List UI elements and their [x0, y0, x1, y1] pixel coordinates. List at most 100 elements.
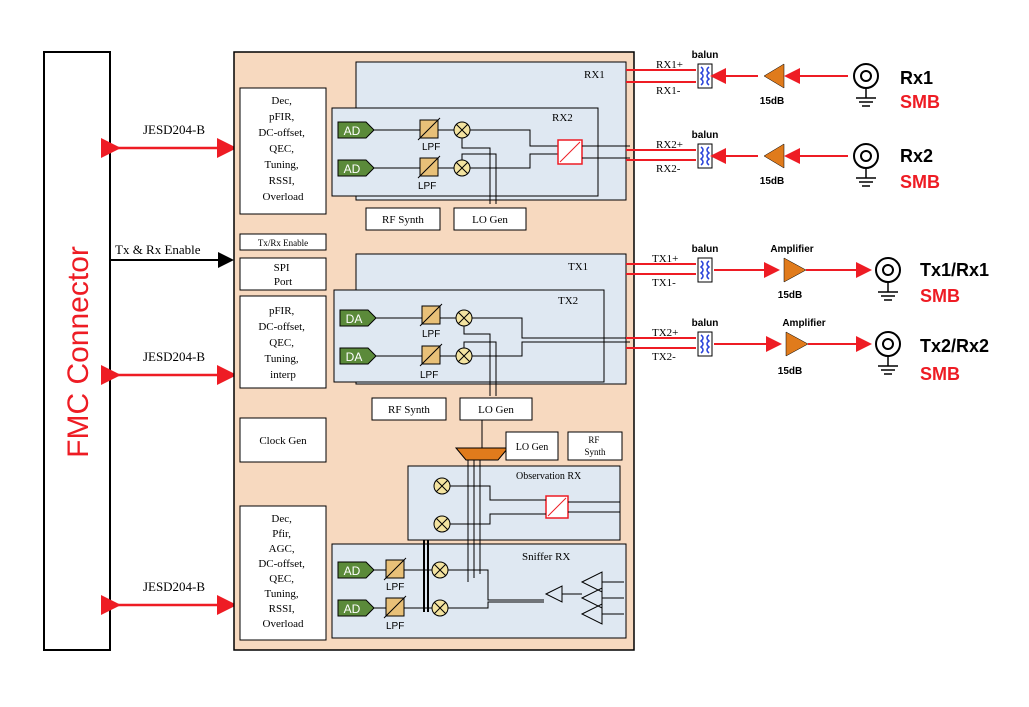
svg-text:SPI Port: SPI Port: [274, 262, 293, 288]
obs-rx-label: Observation RX: [516, 471, 582, 482]
dec1-line: QEC,: [269, 143, 294, 155]
obs-mux: [454, 420, 510, 461]
observation-rx-panel: Observation RX: [407, 465, 621, 541]
lpf-label: LPF: [386, 582, 404, 593]
pfir-line: QEC,: [269, 337, 294, 349]
rx1-minus-label: RX1-: [656, 85, 681, 97]
gain-label: 15dB: [778, 290, 802, 301]
rx2-rf-path: RX2+ RX2- balun 15dB: [626, 130, 848, 187]
dec1-line: pFIR,: [269, 111, 295, 123]
lo-gen-label: LO Gen: [516, 442, 549, 453]
txrx-enable-label: Tx & Rx Enable: [115, 242, 201, 257]
sniffer-rx-panel: Sniffer RX AD AD LPF LPF: [331, 460, 627, 639]
tx1-rf-path: TX1+ TX1- balun Amplifier 15dB: [626, 244, 872, 301]
tx-rf-synth: RF Synth: [371, 397, 447, 421]
jesd-link-mid: JESD204-B: [101, 349, 237, 385]
tx1-plus-label: TX1+: [652, 253, 678, 265]
jesd-label-top: JESD204-B: [143, 122, 205, 137]
balun-label: balun: [692, 318, 719, 329]
tx2-minus-label: TX2-: [652, 351, 676, 363]
rf-synth-label: RF Synth: [388, 404, 430, 416]
rx-lo-gen: LO Gen: [453, 207, 527, 231]
sniffer-rx-label: Sniffer RX: [522, 551, 570, 563]
dec-block-1: Dec, pFIR, DC-offset, QEC, Tuning, RSSI,…: [239, 87, 327, 215]
amplifier-label: Amplifier: [770, 244, 813, 255]
fmc-connector-label: FMC Connector: [62, 246, 95, 458]
pfir-line: DC-offset,: [258, 321, 305, 333]
rx2-minus-label: RX2-: [656, 163, 681, 175]
dec1-line: Tuning,: [265, 159, 299, 171]
lpf-label: LPF: [422, 329, 440, 340]
svg-text:RF Synth: RF Synth: [584, 435, 606, 457]
svg-text:Dec, pFIR, DC-offs: Dec, pFIR, DC-offset, QEC, Tuning, RSSI,…: [258, 95, 307, 203]
jesd-link-top: JESD204-B: [101, 122, 237, 158]
tx-signal-chain: DA DA LPF LPF: [339, 303, 630, 396]
dec2-line: Pfir,: [272, 528, 291, 540]
da-label: DA: [346, 312, 363, 326]
pfir-line: interp: [270, 369, 296, 381]
obs-lo-gen: LO Gen: [505, 431, 559, 461]
obs-rf-synth: RF Synth: [567, 431, 623, 461]
lpf-label: LPF: [386, 621, 404, 632]
rf-synth-small-line: Synth: [584, 447, 606, 457]
pfir-line: Tuning,: [265, 353, 299, 365]
dec1-line: DC-offset,: [258, 127, 305, 139]
lo-gen-label: LO Gen: [478, 404, 514, 416]
ad-label: AD: [344, 602, 361, 616]
dec2-line: AGC,: [269, 543, 295, 555]
port-name: Tx1/Rx1: [920, 260, 989, 280]
dec-block-2: Dec, Pfir, AGC, DC-offset, QEC, Tuning, …: [239, 505, 327, 641]
rf-synth-small-line: RF: [588, 435, 599, 445]
port-type: SMB: [900, 92, 940, 112]
fmc-connector: FMC Connector: [43, 51, 111, 651]
dec2-line: Dec,: [271, 513, 292, 525]
spi-line: SPI: [274, 262, 290, 274]
lo-gen-label: LO Gen: [472, 214, 508, 226]
tx1-minus-label: TX1-: [652, 277, 676, 289]
tx2-label: TX2: [558, 295, 578, 307]
gain-label: 15dB: [760, 176, 784, 187]
dec2-line: DC-offset,: [258, 558, 305, 570]
tx2-panel: TX2: [333, 289, 605, 383]
dec2-line: Tuning,: [265, 588, 299, 600]
dec2-line: RSSI,: [269, 603, 295, 615]
port-type: SMB: [900, 172, 940, 192]
rx1-plus-label: RX1+: [656, 59, 683, 71]
gain-label: 15dB: [760, 96, 784, 107]
rx2-plus-label: RX2+: [656, 139, 683, 151]
amplifier-label: Amplifier: [782, 318, 825, 329]
spi-port-block: SPI Port: [239, 257, 327, 291]
da-label: DA: [346, 350, 363, 364]
jesd-link-bot: JESD204-B: [101, 579, 237, 615]
svg-text:Dec, Pfir, AGC,: Dec, Pfir, AGC, DC-offset, QEC, Tuning, …: [258, 513, 307, 630]
balun-label: balun: [692, 50, 719, 61]
txrx-enable-block: Tx/Rx Enable: [239, 233, 327, 251]
spi-line: Port: [274, 276, 292, 288]
tx-lo-gen: LO Gen: [459, 397, 533, 421]
rx-rf-synth: RF Synth: [365, 207, 441, 231]
ad-label: AD: [344, 564, 361, 578]
port-name: Rx2: [900, 146, 933, 166]
tx1-connector: Tx1/Rx1 SMB: [875, 257, 989, 306]
rx2-signal-chain: AD AD LPF LPF: [337, 117, 630, 204]
balun-label: balun: [692, 244, 719, 255]
rx2-label: RX2: [552, 112, 573, 124]
tx1-label: TX1: [568, 261, 588, 273]
txrx-enable-small-label: Tx/Rx Enable: [258, 238, 308, 248]
lpf-label: LPF: [422, 142, 440, 153]
dec2-line: QEC,: [269, 573, 294, 585]
jesd-label-mid: JESD204-B: [143, 349, 205, 364]
pfir-line: pFIR,: [269, 305, 295, 317]
svg-text:pFIR, DC-offset, Q: pFIR, DC-offset, QEC, Tuning, interp: [258, 305, 307, 381]
dec1-line: Overload: [263, 191, 304, 203]
txrx-enable-line: Tx & Rx Enable: [110, 242, 234, 268]
rx1-label: RX1: [584, 69, 605, 81]
lpf-label: LPF: [418, 181, 436, 192]
clock-gen-block: Clock Gen: [239, 417, 327, 463]
clock-gen-label: Clock Gen: [259, 435, 307, 447]
rx1-rf-path: RX1+ RX1- balun 15dB: [626, 50, 848, 107]
rf-synth-label: RF Synth: [382, 214, 424, 226]
tx2-rf-path: TX2+ TX2- balun Amplifier 15dB: [626, 318, 872, 377]
port-type: SMB: [920, 364, 960, 384]
ad-label: AD: [344, 124, 361, 138]
